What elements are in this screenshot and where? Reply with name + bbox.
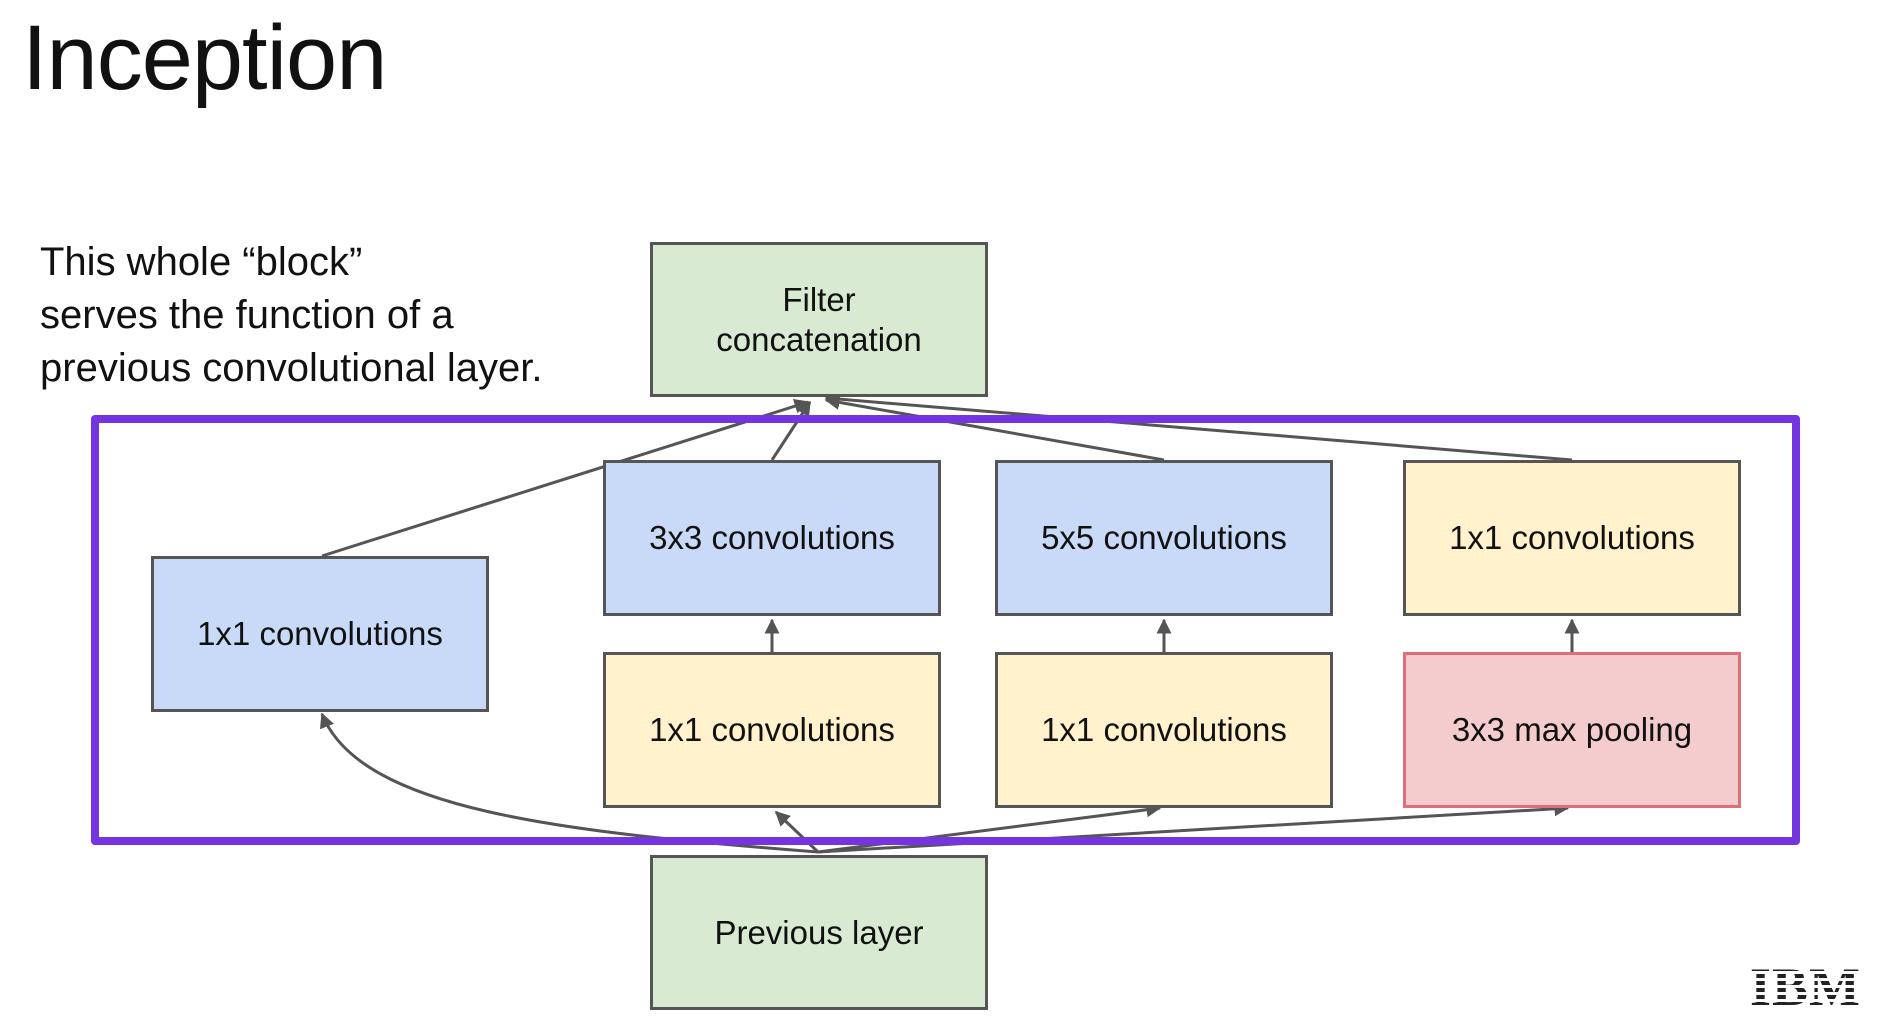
edge-conv-3x3-to-concat <box>770 400 812 461</box>
filter-concatenation-box: Filter concatenation <box>650 242 988 397</box>
node-label: 3x3 convolutions <box>649 519 895 556</box>
node-label: 1x1 convolutions <box>197 615 443 652</box>
edge-prev-to-max-pool <box>817 801 1570 854</box>
node-label: 5x5 convolutions <box>1041 519 1287 556</box>
caption-line: previous convolutional layer. <box>40 346 543 390</box>
reduce-5x5-1x1-box: 1x1 convolutions <box>995 652 1333 808</box>
node-label: 1x1 convolutions <box>649 711 895 748</box>
caption-line: This whole “block” <box>40 240 363 284</box>
node-label: Previous layer <box>714 913 924 951</box>
caption-line: serves the function of a <box>40 293 454 337</box>
ibm-logo: IBM <box>1750 957 1861 1017</box>
conv-5x5-box: 5x5 convolutions <box>995 460 1333 616</box>
conv-3x3-box: 3x3 convolutions <box>603 460 941 616</box>
block-caption: This whole “block” serves the function o… <box>40 236 543 395</box>
edge-prev-to-reduce-5x5 <box>817 802 1162 854</box>
slide-title: Inception <box>22 7 387 109</box>
max-pooling-box: 3x3 max pooling <box>1403 652 1741 808</box>
pool-projection-1x1-box: 1x1 convolutions <box>1403 460 1741 616</box>
edge-conv-5x5-to-concat <box>824 394 1165 462</box>
edge-prev-to-reduce-3x3 <box>774 810 820 854</box>
node-label: 1x1 convolutions <box>1041 711 1287 748</box>
node-label: 1x1 convolutions <box>1449 519 1695 556</box>
reduce-3x3-1x1-box: 1x1 convolutions <box>603 652 941 808</box>
node-label: concatenation <box>716 320 922 358</box>
edge-left-1x1-to-concat <box>321 398 810 558</box>
edge-pool-proj-to-concat <box>824 391 1573 462</box>
node-label: Filter <box>782 280 856 318</box>
left-1x1-convolutions-box: 1x1 convolutions <box>151 556 489 712</box>
previous-layer-box: Previous layer <box>650 855 988 1010</box>
node-label: 3x3 max pooling <box>1451 711 1693 748</box>
